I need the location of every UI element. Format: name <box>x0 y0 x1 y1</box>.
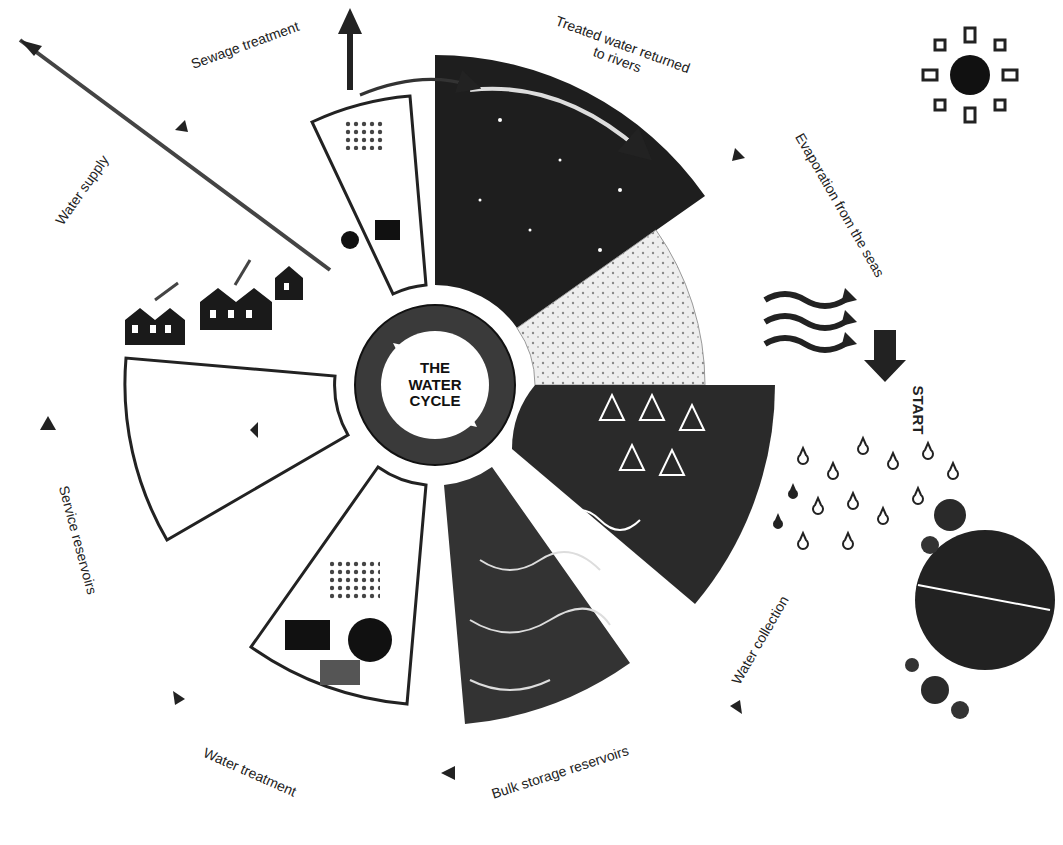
houses <box>125 266 303 345</box>
stage-label: Evaporation from the seas <box>792 130 888 280</box>
stage-label: Water collection <box>728 593 791 687</box>
stage-label: Sewage treatment <box>189 18 301 72</box>
sewage-wedge <box>312 96 426 294</box>
stage-label: Service reservoirs <box>56 484 101 596</box>
service-reservoir-wedge <box>125 358 348 540</box>
center-circle: THE WATER CYCLE <box>353 303 517 467</box>
stage-label: START <box>909 386 926 435</box>
stage-label: Water treatment <box>201 744 299 799</box>
reservoir-wedge <box>444 467 630 724</box>
center-title: THE WATER CYCLE <box>395 360 475 410</box>
supply-pipe <box>20 40 330 270</box>
stage-label: Treated water returned to rivers <box>544 11 696 93</box>
globe <box>905 499 1055 719</box>
sea-wedge <box>517 230 705 385</box>
stage-label: Bulk storage reservoirs <box>489 742 630 802</box>
stage-label: Water supply <box>52 152 112 228</box>
treatment-wedge <box>251 467 426 704</box>
sun <box>923 28 1017 122</box>
